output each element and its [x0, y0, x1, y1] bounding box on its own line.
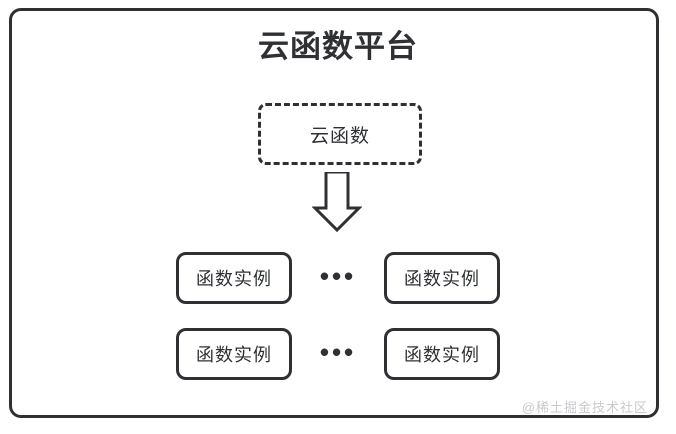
function-instance-label: 函数实例	[404, 269, 480, 289]
function-instance-box: 函数实例	[176, 252, 292, 304]
cloud-function-label: 云函数	[309, 125, 370, 147]
watermark-text: @稀土掘金技术社区	[521, 400, 648, 415]
ellipsis-dots: •••	[319, 337, 357, 367]
down-arrow-icon	[311, 170, 363, 233]
function-instance-box: 函数实例	[384, 328, 500, 380]
function-instance-label: 函数实例	[196, 269, 272, 289]
function-instance-label: 函数实例	[404, 345, 480, 365]
cloud-function-node: 云函数	[258, 103, 422, 165]
function-instance-label: 函数实例	[196, 345, 272, 365]
diagram-title: 云函数平台	[258, 29, 418, 64]
instance-row: 函数实例 ••• 函数实例	[0, 252, 676, 304]
instance-row: 函数实例 ••• 函数实例	[0, 328, 676, 380]
ellipsis-dots: •••	[319, 261, 357, 291]
function-instance-box: 函数实例	[176, 328, 292, 380]
function-instance-box: 函数实例	[384, 252, 500, 304]
